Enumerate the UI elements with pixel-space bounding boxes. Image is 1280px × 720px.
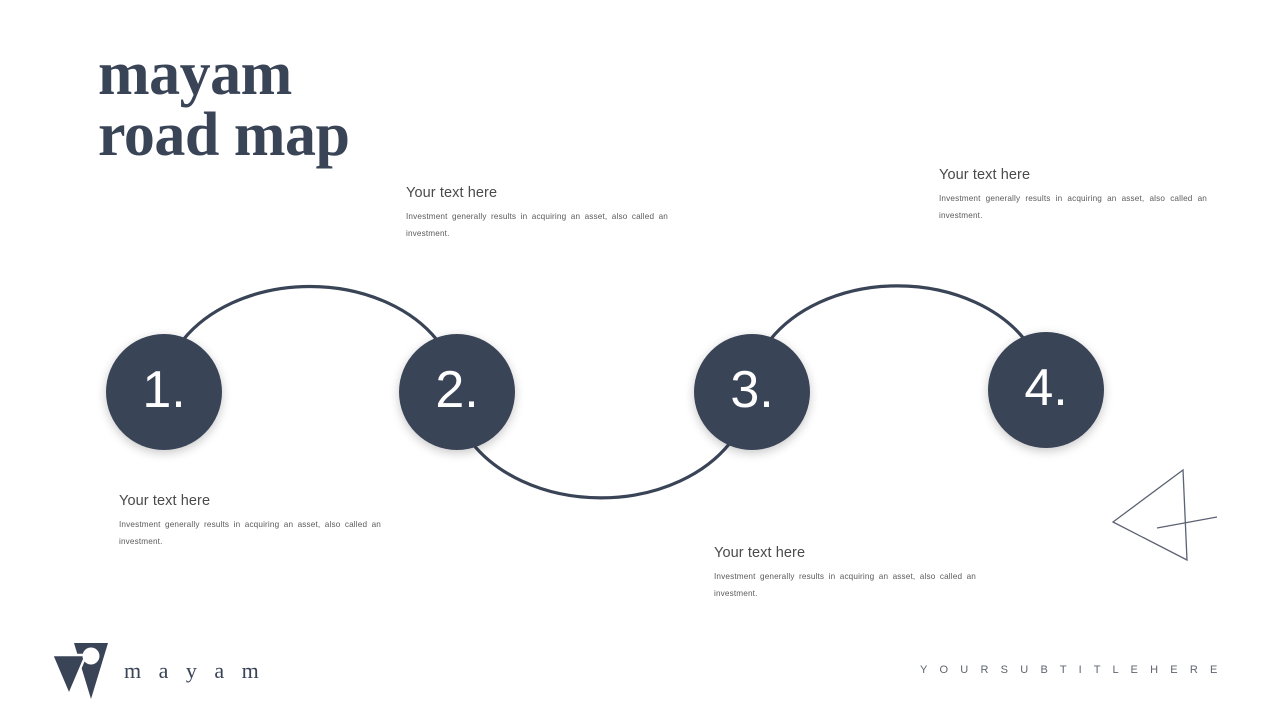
text-block-heading-4: Your text here [939, 167, 1031, 183]
text-block-body-1: Investment generally results in acquirin… [119, 520, 381, 546]
roadmap-text-block-2: Your text here Investment generally resu… [406, 185, 668, 242]
page-title: mayam road map [98, 40, 350, 169]
roadmap-step-1[interactable]: 1. [106, 334, 222, 450]
roadmap-step-2[interactable]: 2. [399, 334, 515, 450]
text-block-body-2: Investment generally results in acquirin… [406, 212, 668, 238]
roadmap-text-block-3: Your text here Investment generally resu… [714, 545, 976, 602]
logo-left-triangle-outline [52, 653, 88, 699]
step-number-1: 1. [142, 361, 186, 419]
logo-circle [82, 647, 100, 665]
text-block-body-4: Investment generally results in acquirin… [939, 194, 1207, 220]
footer-subtitle: Y O U R S U B T I T L E H E R E [920, 664, 1222, 676]
logo-left-triangle [52, 655, 86, 695]
triangle-outline [1111, 468, 1188, 562]
roadmap-text-block-1: Your text here Investment generally resu… [119, 493, 381, 550]
logo-right-triangle [74, 643, 108, 699]
mayam-logo-icon [52, 643, 108, 699]
roadmap-text-block-4: Your text here Investment generally resu… [939, 167, 1207, 224]
text-block-body-3: Investment generally results in acquirin… [714, 572, 976, 598]
step-number-2: 2. [435, 361, 479, 419]
text-block-heading-2: Your text here [406, 185, 498, 201]
roadmap-step-3[interactable]: 3. [694, 334, 810, 450]
step-number-4: 4. [1024, 359, 1068, 417]
roadmap-step-4[interactable]: 4. [988, 332, 1104, 448]
triangle-cross-line [1156, 516, 1218, 529]
text-block-heading-3: Your text here [714, 545, 806, 561]
text-block-heading-1: Your text here [119, 493, 211, 509]
step-number-3: 3. [730, 361, 774, 419]
footer-brand-name: m a y a m [124, 658, 265, 683]
arc-3-4 [768, 284, 1027, 342]
arc-2-3 [470, 441, 732, 500]
decorative-triangle-icon [1111, 468, 1218, 562]
arc-1-2 [181, 284, 439, 342]
